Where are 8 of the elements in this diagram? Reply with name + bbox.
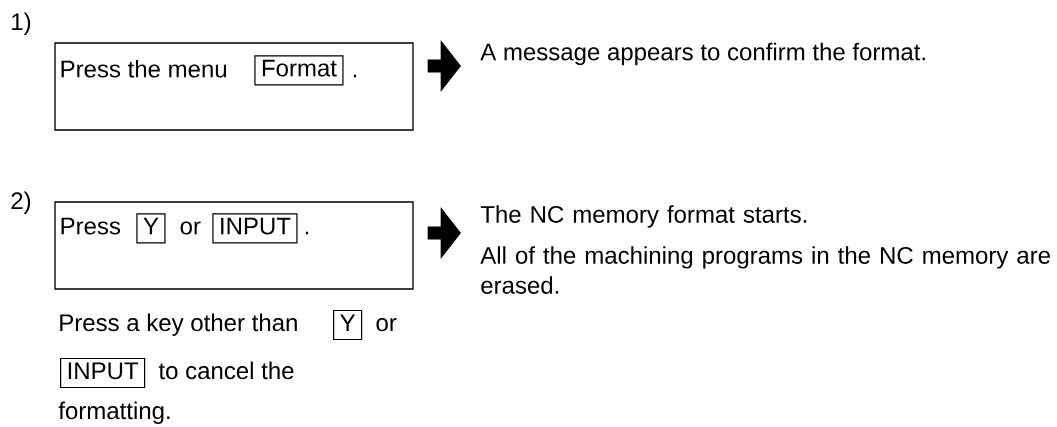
block-arrow [427,40,461,92]
result-text: A message appears to confirm the format. [480,42,925,66]
step-number: 1) [12,12,31,35]
block-arrow [427,207,461,259]
note-text: Press a key other than [60,313,297,336]
result-text: The NC memory format starts. All of the machining programs in the NC memory are erased. [480,205,1050,294]
step-number: 2) [11,191,31,214]
note-text: to cancel the [158,361,294,380]
